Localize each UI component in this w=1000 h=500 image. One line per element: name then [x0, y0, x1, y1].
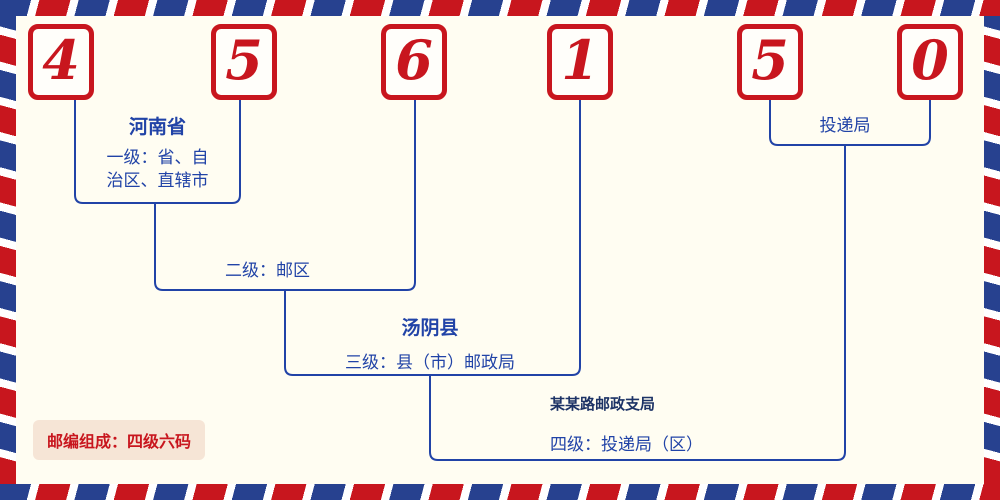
composition-badge: 邮编组成：四级六码	[33, 420, 206, 460]
level4-description: 四级：投递局（区）	[550, 435, 703, 454]
digit-6: 0	[911, 28, 949, 92]
digit-box-2: 5	[211, 24, 277, 100]
level4-label-group: 某某路邮政支局 四级：投递局（区）	[550, 393, 703, 455]
county-name: 汤阴县	[401, 318, 459, 339]
digit-5: 5	[751, 28, 789, 92]
branch-name: 某某路邮政支局	[550, 396, 656, 413]
digit-4: 1	[561, 28, 599, 92]
airmail-border-bottom	[0, 484, 1000, 500]
digit-box-1: 4	[28, 24, 94, 100]
delivery-office-label: 投递局	[819, 116, 871, 135]
level1-description-line1: 一级：省、自	[106, 148, 209, 167]
level1-bracket-line	[74, 100, 241, 204]
airmail-border-top	[0, 0, 1000, 16]
digit-box-5: 5	[737, 24, 803, 100]
level3-connector-line	[284, 100, 581, 376]
level3-description: 三级：县（市）邮政局	[345, 353, 515, 372]
airmail-border-right	[984, 16, 1000, 484]
level2-label: 二级：邮区	[225, 261, 310, 280]
level4-connector-line	[429, 145, 846, 461]
digit-box-6: 0	[897, 24, 963, 100]
level1-description-line2: 治区、直辖市	[106, 171, 209, 190]
airmail-border-left	[0, 16, 16, 484]
digit-box-3: 6	[381, 24, 447, 100]
province-name: 河南省	[128, 117, 186, 138]
digit-2: 5	[225, 28, 263, 92]
level3-label-group: 汤阴县 三级：县（市）邮政局	[330, 313, 530, 373]
delivery-bracket-line	[769, 100, 931, 146]
digit-1: 4	[42, 28, 80, 92]
level1-label-group: 河南省 一级：省、自 治区、直辖市	[60, 112, 255, 192]
digit-box-4: 1	[547, 24, 613, 100]
digit-3: 6	[395, 28, 433, 92]
